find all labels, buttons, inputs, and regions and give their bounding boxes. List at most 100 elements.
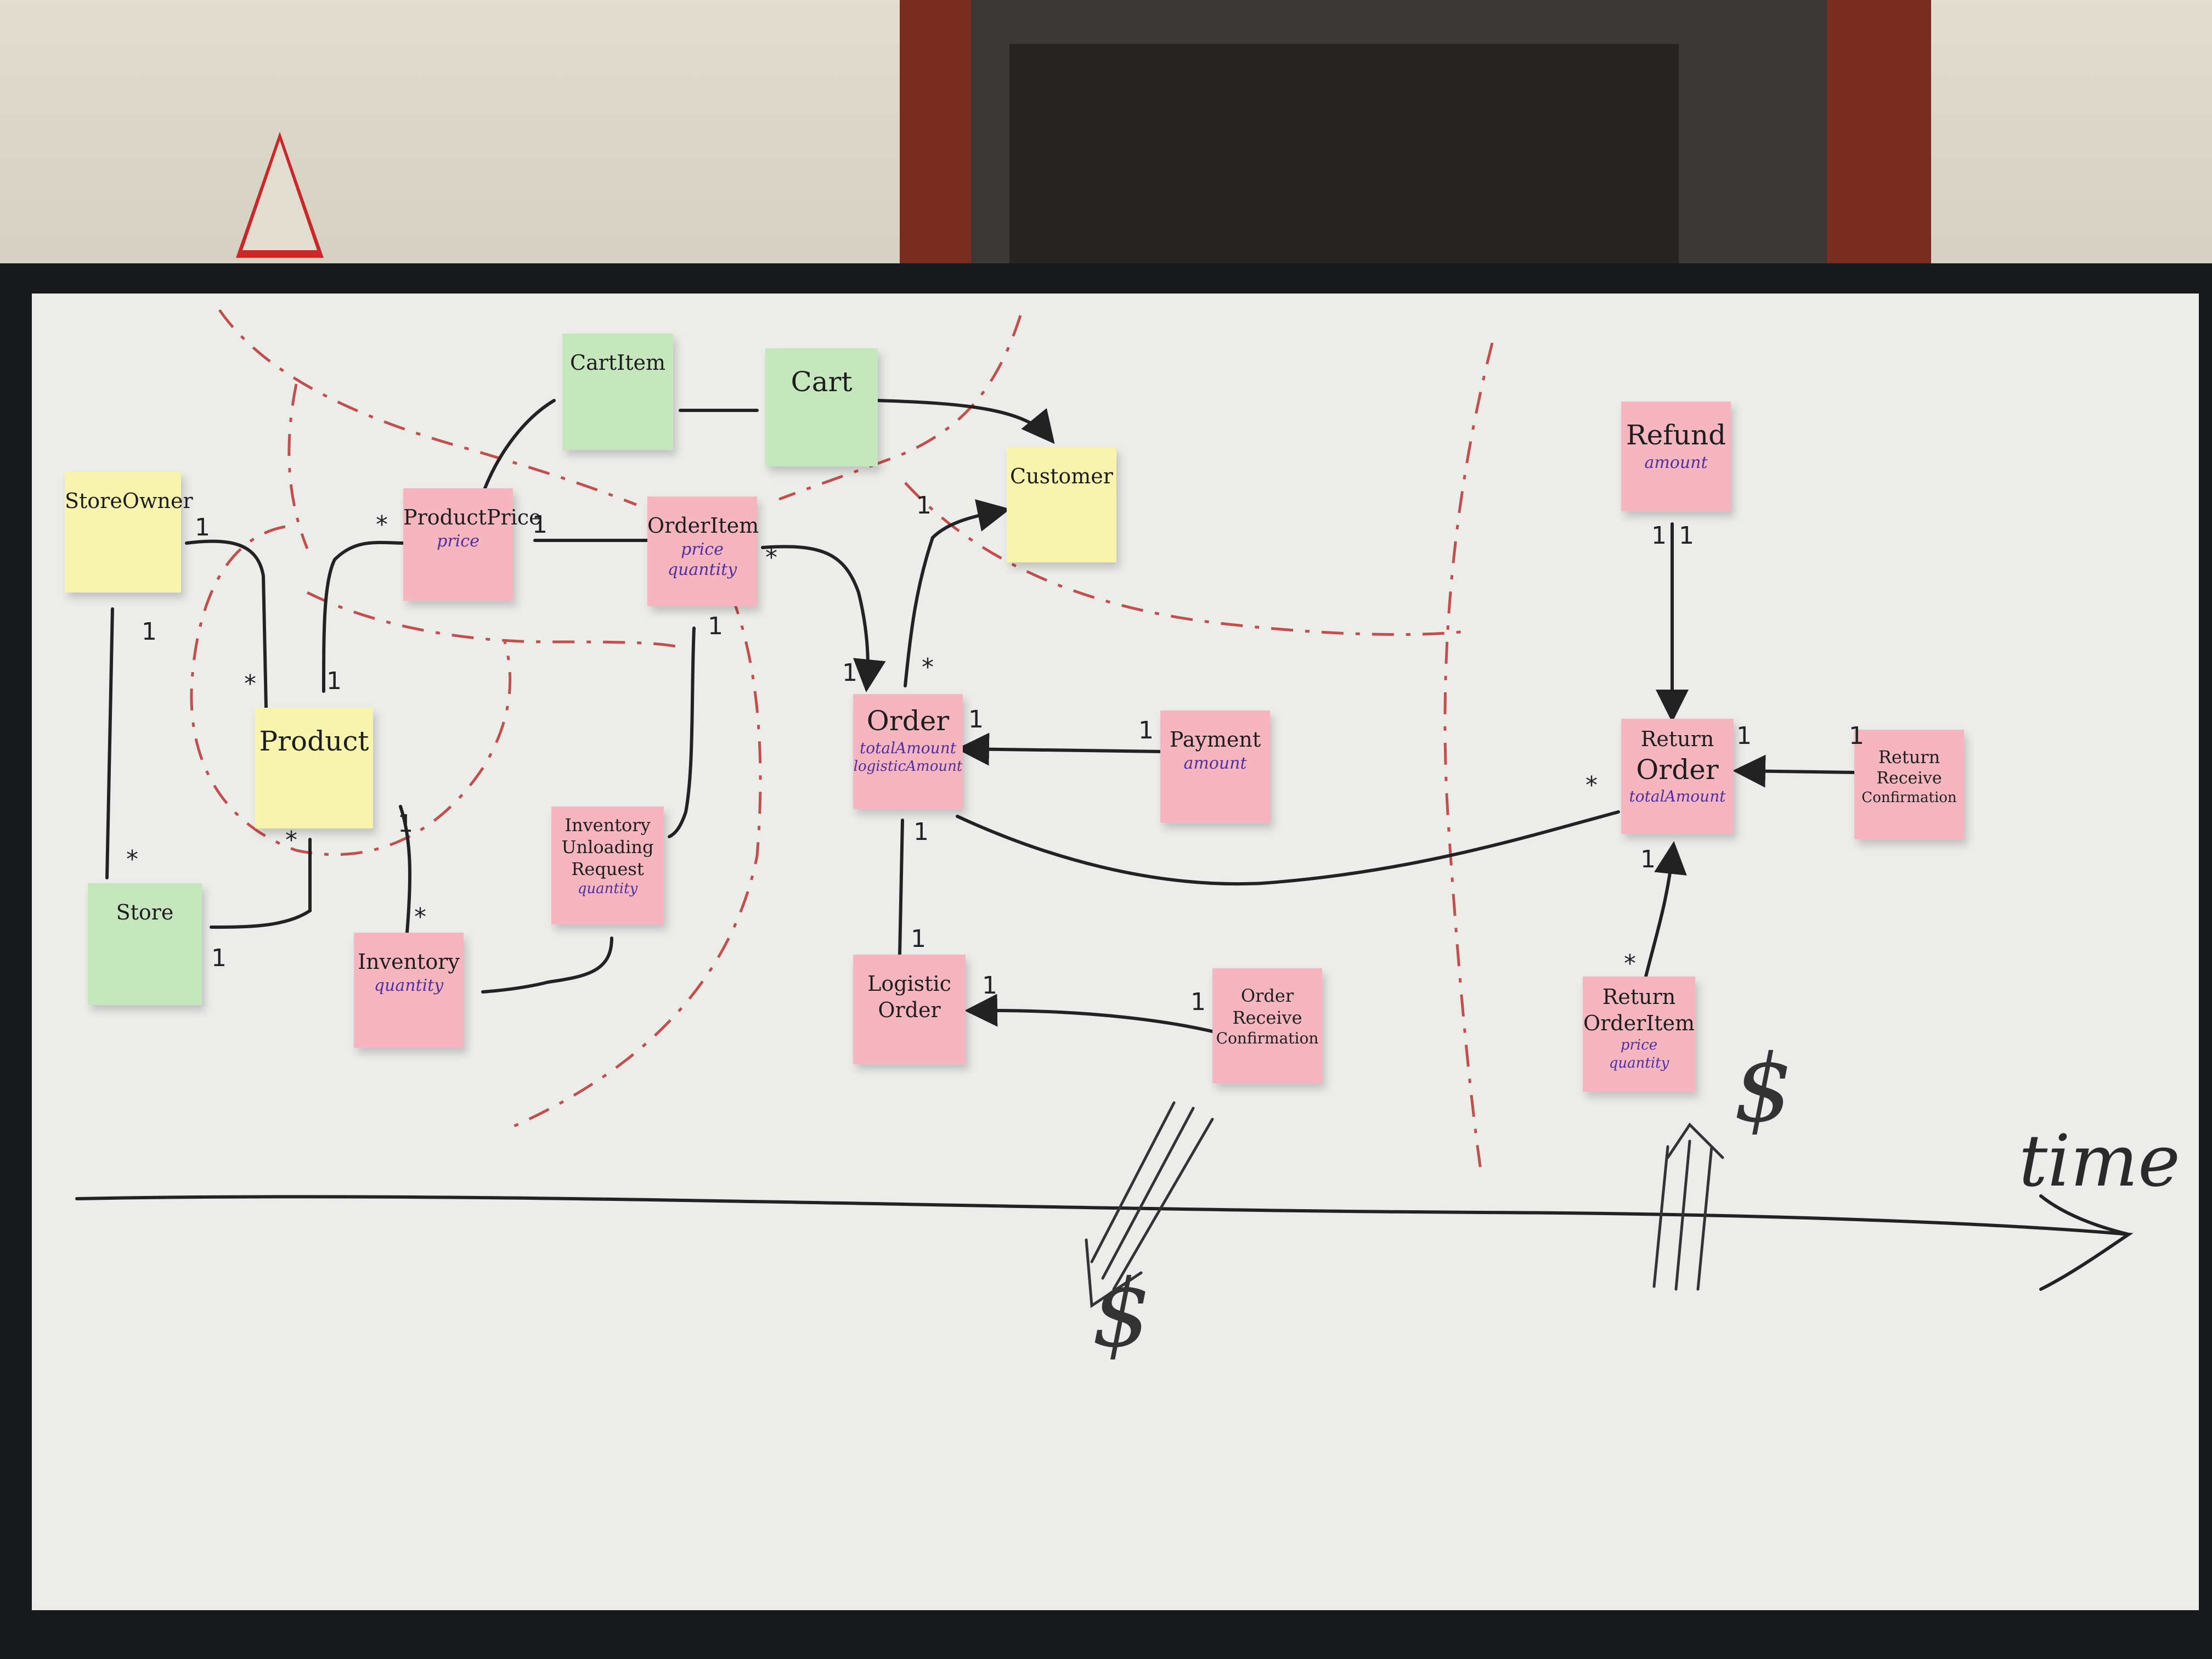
arrow-payment-order [956,732,1165,766]
note-store-owner-title: StoreOwner [65,489,193,513]
note-refund[interactable]: Refund amount [1621,402,1731,511]
note-product[interactable]: Product [255,708,373,828]
note-product-price[interactable]: ProductPrice price [403,488,541,601]
note-order-receive-confirmation[interactable]: Order Receive Confirmation [1212,968,1322,1084]
arrow-orderitem-order [761,545,886,692]
boundary-inventory [504,548,762,1132]
boundary-product-top [306,591,681,649]
multiplicity-mark: 1 [326,667,342,695]
line-storeowner-product [185,539,268,709]
note-cart-item[interactable]: CartItem [562,334,673,450]
note-orc-line1: Order [1240,985,1294,1006]
boundary-product-ring [190,525,512,856]
multiplicity-mark: * [1624,950,1636,978]
note-return-item-attr-quantity: quantity [1609,1054,1669,1071]
red-string-hanger [236,132,324,258]
boundary-lines [190,309,1494,1175]
line-inventory-request [481,936,613,994]
note-store[interactable]: Store [88,883,202,1005]
multiplicity-mark: 1 [913,818,929,846]
arrow-cart-customer [876,399,1055,444]
note-refund-title: Refund [1626,419,1726,451]
multiplicity-mark: * [414,903,426,931]
boundary-catalog-top [218,309,637,506]
note-logistic-line1: Logistic [867,972,951,996]
multiplicity-mark: 1 [1651,522,1667,550]
note-order-item-attr-price: price [681,539,724,559]
note-return-item-line2: OrderItem [1583,1011,1695,1035]
note-rrc-line3: Confirmation [1861,789,1957,806]
note-store-owner[interactable]: StoreOwner [65,472,193,592]
note-inventory-title: Inventory [358,950,460,974]
line-product-inventory [399,805,411,934]
multiplicity-mark: * [765,544,777,572]
boundary-cart [778,315,1022,501]
note-cart-title: Cart [791,366,853,398]
note-return-order-line1: Return [1640,727,1714,751]
line-storeowner-store [105,607,114,879]
line-orderitem-request [668,627,696,838]
multiplicity-mark: 1 [532,511,548,539]
dollar-out-symbol: $ [1092,1260,1152,1368]
note-product-price-attr: price [437,531,479,551]
note-rrc-line1: Return [1878,747,1940,768]
multiplicity-mark: 1 [398,810,413,838]
note-return-order-line2: Order [1636,753,1719,786]
boundary-left-diag [287,383,309,549]
timeline-tail [2039,1194,2130,1236]
timeline-label: time [2019,1119,2181,1203]
note-payment-title: Payment [1169,727,1261,752]
note-order-item-title: OrderItem [647,514,759,538]
multiplicity-mark: 1 [1736,722,1752,750]
note-request-attr: quantity [577,881,638,897]
multiplicity-mark: 1 [1679,522,1694,550]
arrow-returnitem-returnorder [1644,841,1687,978]
money-out-arrows [1085,1101,1214,1308]
multiplicity-mark: 1 [842,659,857,687]
multiplicity-mark: 1 [211,944,227,972]
boundary-vertical [1443,342,1494,1175]
dollar-in-symbol: $ [1734,1035,1793,1143]
multiplicity-mark: 1 [708,612,723,640]
note-logistic-line2: Order [878,997,941,1022]
note-order[interactable]: Order totalAmount logisticAmount [853,694,963,809]
note-inventory-unloading-request[interactable]: Inventory Unloading Request quantity [551,806,664,924]
wall-window-glass [1009,44,1679,285]
note-return-item-attr-price: price [1620,1037,1658,1053]
note-request-line2: Unloading [561,837,654,857]
multiplicity-mark: * [285,826,297,854]
note-cart[interactable]: Cart [765,348,878,466]
line-product-store [210,838,312,929]
line-cartitem-productprice [481,399,556,495]
note-return-item-line1: Return [1602,985,1676,1009]
note-order-title: Order [866,705,950,737]
arrow-confirmation-logistic [964,994,1214,1033]
multiplicity-mark: 1 [1190,988,1206,1016]
note-order-item[interactable]: OrderItem price quantity [647,496,759,606]
multiplicity-mark: 1 [142,618,157,646]
line-order-returnorder [956,810,1620,886]
note-payment[interactable]: Payment amount [1160,710,1270,823]
multiplicity-mark: 1 [911,925,926,953]
note-order-item-attr-quantity: quantity [667,560,737,579]
multiplicity-mark: 1 [968,706,984,733]
note-cart-item-title: CartItem [570,351,665,375]
note-store-title: Store [116,900,174,924]
note-logistic-order[interactable]: Logistic Order [853,955,966,1064]
money-in-arrows [1652,1122,1724,1291]
note-rrc-line2: Receive [1876,769,1942,788]
boundary-customer [904,482,1471,636]
note-return-receive-confirmation[interactable]: Return Receive Confirmation [1854,730,1964,839]
note-customer[interactable]: Customer [1007,447,1116,562]
note-payment-attr: amount [1183,753,1247,773]
multiplicity-mark: 1 [982,972,997,1000]
note-orc-line2: Receive [1232,1007,1302,1028]
arrow-returnconfirmation-returnorder [1733,754,1856,788]
note-inventory[interactable]: Inventory quantity [354,933,464,1048]
association-lines [75,399,2134,1291]
arrow-order-customer [904,499,1011,687]
note-return-order[interactable]: Return Order totalAmount [1621,719,1734,834]
note-return-order-item[interactable]: Return OrderItem price quantity [1583,977,1695,1092]
note-order-attr-logistic: logisticAmount [853,758,963,775]
